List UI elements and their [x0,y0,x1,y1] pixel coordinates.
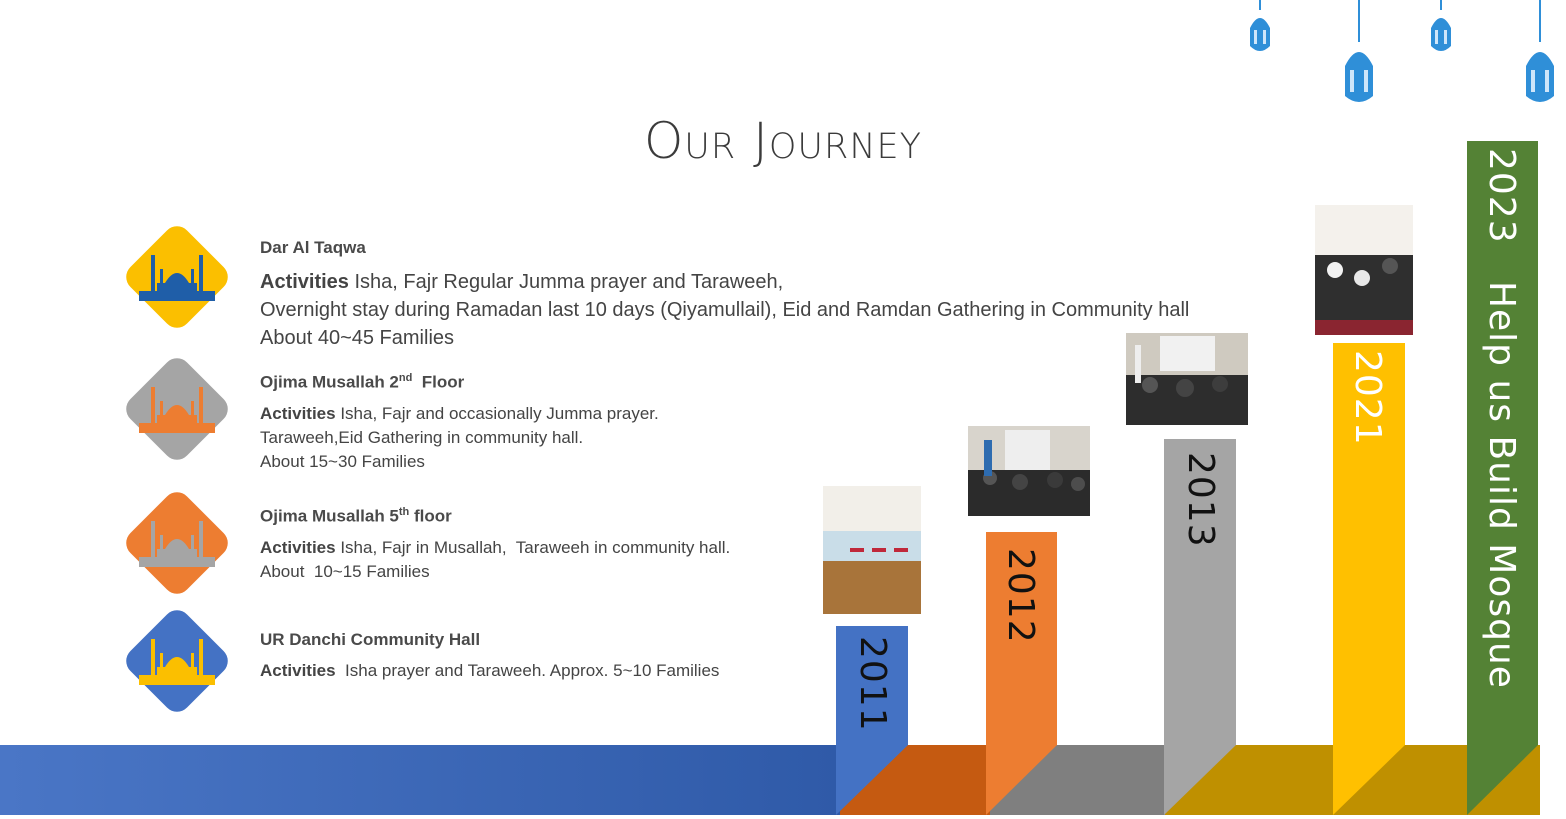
bar-2023 [1467,141,1538,815]
entry-ur-danchi: UR Danchi Community Hall Activities Isha… [260,630,719,683]
entry-title: Ojima Musallah 2nd Floor [260,372,465,392]
year-label-2011: 2011 [852,636,893,732]
icon-column [126,226,228,712]
bar-2011 [836,626,908,815]
families-text: About 40~45 Families [260,327,455,349]
activities-label: Activities [260,661,336,680]
bar-2013 [1164,439,1236,815]
timeline-band-blue [0,745,840,815]
mosque-icon [126,226,228,328]
lantern-icon [1431,0,1451,51]
entry-body: Activities Isha, Fajr Regular Jumma pray… [260,268,1189,352]
activities-label: Activities [260,537,336,557]
mosque-icon [126,492,228,594]
mosque-icon [126,610,228,712]
entry-ojima-5th-floor: Ojima Musallah 5th floor Activities Isha… [260,506,730,584]
year-label-2021: 2021 [1347,350,1388,446]
entry-ojima-2nd-floor: Ojima Musallah 2nd Floor Activities Isha… [260,372,659,474]
photo-2013 [1126,333,1248,425]
mosque-icon [126,358,228,460]
entry-title: Dar Al Taqwa [260,238,366,257]
entry-body: Activities Isha, Fajr in Musallah, Taraw… [260,536,730,584]
page-title: Our Journey [643,112,923,170]
entry-body: Activities Isha prayer and Taraweeh. App… [260,659,719,683]
activities-text: Overnight stay during Ramadan last 10 da… [260,299,1190,321]
lantern-icon [1345,0,1373,102]
photo-2012 [968,426,1090,516]
photo-2011 [823,486,921,614]
activities-text: Taraweeh,Eid Gathering in community hall… [260,427,584,447]
year-label-2023-cta: 2023 Help us Build Mosque [1481,148,1522,689]
photo-2021 [1315,205,1413,335]
activities-label: Activities [260,403,336,423]
activities-label: Activities [260,271,349,293]
year-label-2012: 2012 [1000,548,1041,644]
entry-body: Activities Isha, Fajr and occasionally J… [260,402,659,474]
year-label-2013: 2013 [1180,452,1221,548]
entry-title: Ojima Musallah 5th floor [260,506,452,526]
lantern-icon [1526,0,1554,102]
entry-dar-al-taqwa: Dar Al Taqwa Activities Isha, Fajr Regul… [260,238,1189,352]
families-text: About 15~30 Families [260,451,425,471]
activities-text: Isha, Fajr Regular Jumma prayer and Tara… [348,271,784,293]
activities-text: Isha prayer and Taraweeh. Approx. 5~10 F… [335,661,720,680]
lantern-icon [1250,0,1270,51]
families-text: About 10~15 Families [260,561,430,581]
activities-text: Isha, Fajr in Musallah, Taraweeh in comm… [335,537,731,557]
bar-2012 [986,532,1057,815]
entry-title: UR Danchi Community Hall [260,630,481,649]
activities-text: Isha, Fajr and occasionally Jumma prayer… [335,403,659,423]
bar-2021 [1333,343,1405,815]
